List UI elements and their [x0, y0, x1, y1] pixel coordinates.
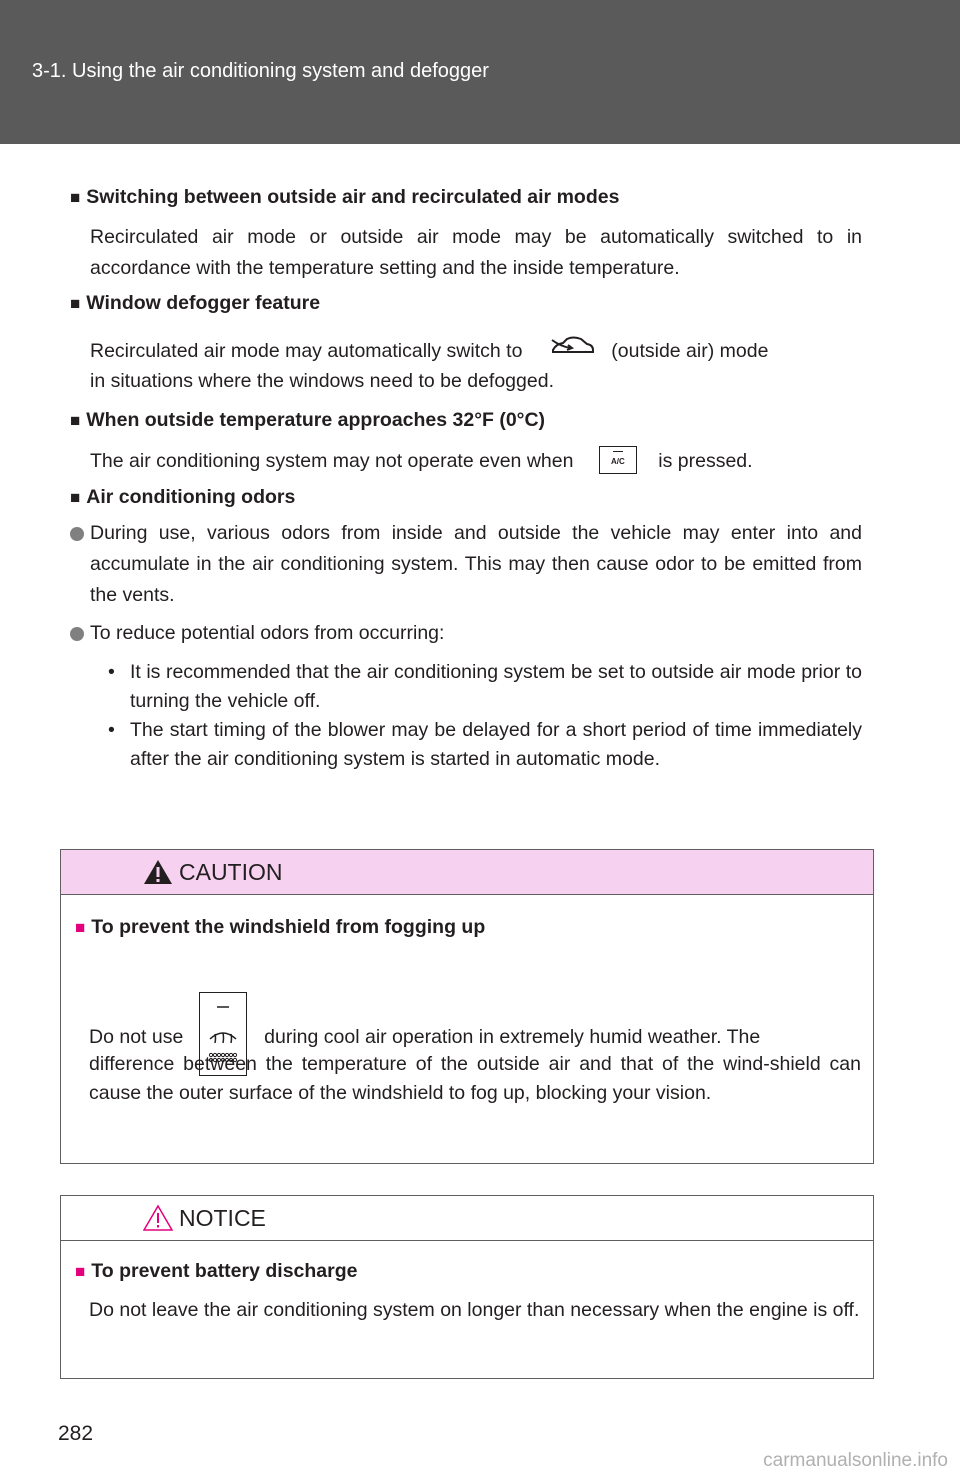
chapter-title: 3-1. Using the air conditioning system a… — [32, 60, 489, 82]
list-item: During use, various odors from inside an… — [70, 518, 862, 611]
page-number: 282 — [58, 1422, 94, 1445]
section-heading-outside-air: ■Switching between outside air and recir… — [70, 186, 620, 208]
square-bullet-icon: ■ — [70, 411, 81, 430]
caution-text-line1: Do not use during cool air operation in … — [89, 992, 861, 1080]
caution-header: CAUTION — [61, 850, 873, 895]
square-bullet-icon: ■ — [75, 918, 86, 937]
notice-triangle-icon — [142, 1204, 174, 1237]
caution-text-rest: difference between the temperature of th… — [89, 1053, 861, 1104]
section-text-defogger-line2: in situations where the windows need to … — [90, 370, 554, 392]
round-bullet-icon — [70, 627, 84, 641]
square-bullet-icon: ■ — [75, 1262, 86, 1281]
section-heading-odors: ■Air conditioning odors — [70, 486, 296, 508]
square-bullet-icon: ■ — [70, 188, 81, 207]
sub-list-item: • It is recommended that the air conditi… — [108, 661, 862, 712]
warning-triangle-icon — [143, 858, 173, 891]
section-heading-defogger: ■Window defogger feature — [70, 292, 321, 314]
chapter-header: 3-1. Using the air conditioning system a… — [0, 0, 960, 144]
square-bullet-icon: ■ — [70, 488, 81, 507]
notice-box: NOTICE ■To prevent battery discharge Do … — [60, 1195, 874, 1379]
round-bullet-icon — [70, 527, 84, 541]
caution-heading: ■To prevent the windshield from fogging … — [75, 916, 486, 938]
section-text-outside-air: Recirculated air mode or outside air mod… — [90, 226, 862, 279]
section-text-defogger-line1: Recirculated air mode may automatically … — [90, 334, 862, 370]
caution-box: CAUTION ■To prevent the windshield from … — [60, 849, 874, 1164]
section-text-temperature: The air conditioning system may not oper… — [90, 445, 862, 477]
list-item: To reduce potential odors from occurring… — [70, 618, 862, 649]
notice-text: Do not leave the air conditioning system… — [89, 1299, 860, 1321]
notice-header: NOTICE — [61, 1196, 873, 1241]
ac-button-icon: A/C — [598, 445, 637, 474]
notice-heading: ■To prevent battery discharge — [75, 1260, 358, 1282]
sub-list-item: • The start timing of the blower may be … — [108, 719, 862, 770]
outside-air-mode-icon — [550, 334, 596, 370]
windshield-defogger-icon — [198, 992, 247, 1076]
watermark-text: carmanualsonline.info — [763, 1450, 948, 1471]
square-bullet-icon: ■ — [70, 294, 81, 313]
section-heading-temperature: ■When outside temperature approaches 32°… — [70, 409, 546, 431]
notice-label: NOTICE — [179, 1205, 266, 1231]
caution-label: CAUTION — [179, 859, 283, 885]
